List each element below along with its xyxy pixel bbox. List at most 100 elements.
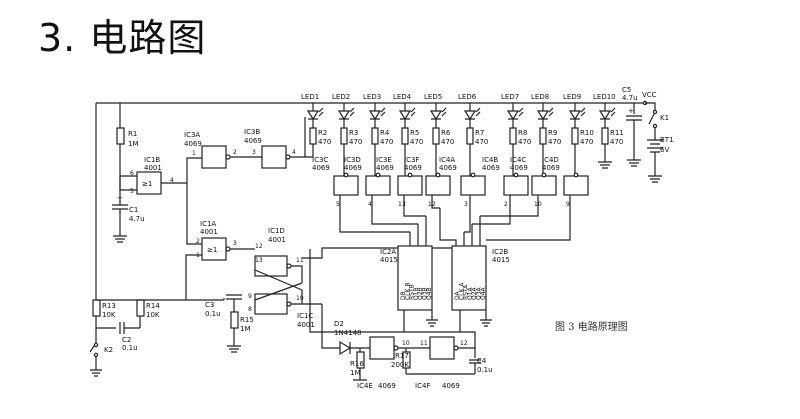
inverter-part: 4069 — [510, 164, 528, 172]
led-diode — [429, 110, 443, 121]
ic3a-inverter — [201, 145, 227, 169]
led-resistor-value: 470 — [475, 138, 488, 146]
c4-label: C4 — [477, 357, 487, 365]
ic3a-part: 4069 — [184, 140, 202, 148]
led-resistor-value: 470 — [410, 138, 423, 146]
ic2b-chip — [451, 245, 487, 311]
led-resistor — [401, 127, 409, 145]
inverter-body — [333, 175, 359, 196]
ic1c-part: 4001 — [297, 321, 315, 329]
pin-label: Q3B — [422, 287, 429, 300]
led-resistor-label: R6 — [441, 129, 451, 137]
svg-text:5: 5 — [130, 188, 134, 195]
svg-text:4: 4 — [170, 177, 174, 184]
pin-label: Q4A — [480, 286, 487, 300]
inverter-part: 4069 — [312, 164, 330, 172]
inverter-ic3d: IC3D 4069 — [344, 156, 391, 196]
d2-value: 1N4148 — [334, 329, 362, 337]
pin-label: CLK B — [404, 283, 411, 301]
d2-label: D2 — [334, 320, 344, 328]
led-label: LED6 — [458, 93, 477, 101]
c5-label: C5 — [622, 86, 631, 94]
inverter-label: IC4D — [542, 156, 559, 164]
ic3a-label: IC3A — [184, 131, 200, 139]
led-diode — [506, 110, 520, 121]
ic4e-label: IC4E — [357, 382, 373, 390]
section-heading: 3. 电路图 — [38, 16, 207, 60]
c3-label: C3 — [205, 301, 214, 309]
led-resistor — [309, 127, 317, 145]
output-inverter-row: IC3C4069IC3D4069IC3E4069IC3F4069IC4A4069… — [312, 156, 589, 196]
inverter-label: IC3E — [376, 156, 392, 164]
r1-label: R1 — [128, 130, 137, 138]
c1-label: C1 — [129, 206, 138, 214]
ic1b-label: IC1B — [144, 156, 160, 164]
inverter-label: IC4A — [439, 156, 455, 164]
led-resistor-label: R11 — [610, 129, 624, 137]
led-resistor-label: R5 — [410, 129, 419, 137]
svg-text:12: 12 — [428, 201, 436, 208]
inverter-label: IC4B — [482, 156, 498, 164]
led-resistor-value: 470 — [610, 138, 623, 146]
ic2a-part: 4015 — [380, 256, 398, 264]
svg-text:13: 13 — [255, 257, 263, 264]
led-resistor-label: R7 — [475, 129, 484, 137]
led-resistor-value: 470 — [548, 138, 561, 146]
led-label: LED3 — [363, 93, 381, 101]
r15-resistor — [230, 311, 239, 329]
svg-text:12: 12 — [460, 340, 468, 347]
r15-label: R15 — [240, 316, 254, 324]
led-label: LED8 — [531, 93, 549, 101]
r16-value: 1M — [350, 369, 361, 377]
ic2b-part: 4015 — [492, 256, 510, 264]
svg-text:10: 10 — [402, 340, 410, 347]
pin-label: Q3A — [476, 286, 483, 300]
svg-text:+: + — [117, 194, 123, 202]
r13-label: R13 — [102, 302, 116, 310]
led-resistor — [601, 127, 609, 145]
r17-label: R17 — [395, 352, 409, 360]
c2-value: 0.1u — [122, 344, 138, 352]
led-diode — [337, 110, 351, 121]
pin-label: DB — [400, 291, 407, 300]
bt1-label: BT1 — [660, 136, 674, 144]
svg-text:11: 11 — [420, 340, 428, 347]
r1-value: 1M — [128, 140, 139, 148]
r17-value: 200K — [391, 361, 409, 369]
inverter-part: 4069 — [376, 164, 394, 172]
r14-label: R14 — [146, 302, 160, 310]
led-resistor-label: R8 — [518, 129, 527, 137]
pin-label: RSTA — [463, 284, 470, 300]
led-resistor-value: 470 — [380, 138, 393, 146]
svg-text:3: 3 — [252, 149, 256, 156]
pin-label: CLK A — [458, 282, 465, 300]
bt1-value: 6V — [660, 146, 669, 154]
svg-text:2: 2 — [504, 201, 508, 208]
inverter-label: IC4C — [510, 156, 526, 164]
svg-text:+: + — [628, 107, 634, 115]
k2-label: K2 — [104, 346, 113, 354]
inverter-label: IC3D — [344, 156, 361, 164]
ic3b-label: IC3B — [244, 128, 260, 136]
inverter-ic4b: IC4B 4069 — [482, 156, 529, 196]
r13-value: 10K — [102, 311, 116, 319]
svg-text:10: 10 — [534, 201, 542, 208]
ic1c-label: IC1C — [297, 312, 313, 320]
led-resistor — [539, 127, 547, 145]
figure-caption: 图 3 电路原理图 — [555, 320, 628, 333]
led-resistor-label: R3 — [349, 129, 358, 137]
vcc-label: VCC — [642, 91, 657, 99]
r15-value: 1M — [240, 325, 251, 333]
k1-label: K1 — [660, 114, 669, 122]
inverter-part: 4069 — [404, 164, 422, 172]
svg-text:3: 3 — [464, 201, 468, 208]
c3-value: 0.1u — [205, 310, 221, 318]
